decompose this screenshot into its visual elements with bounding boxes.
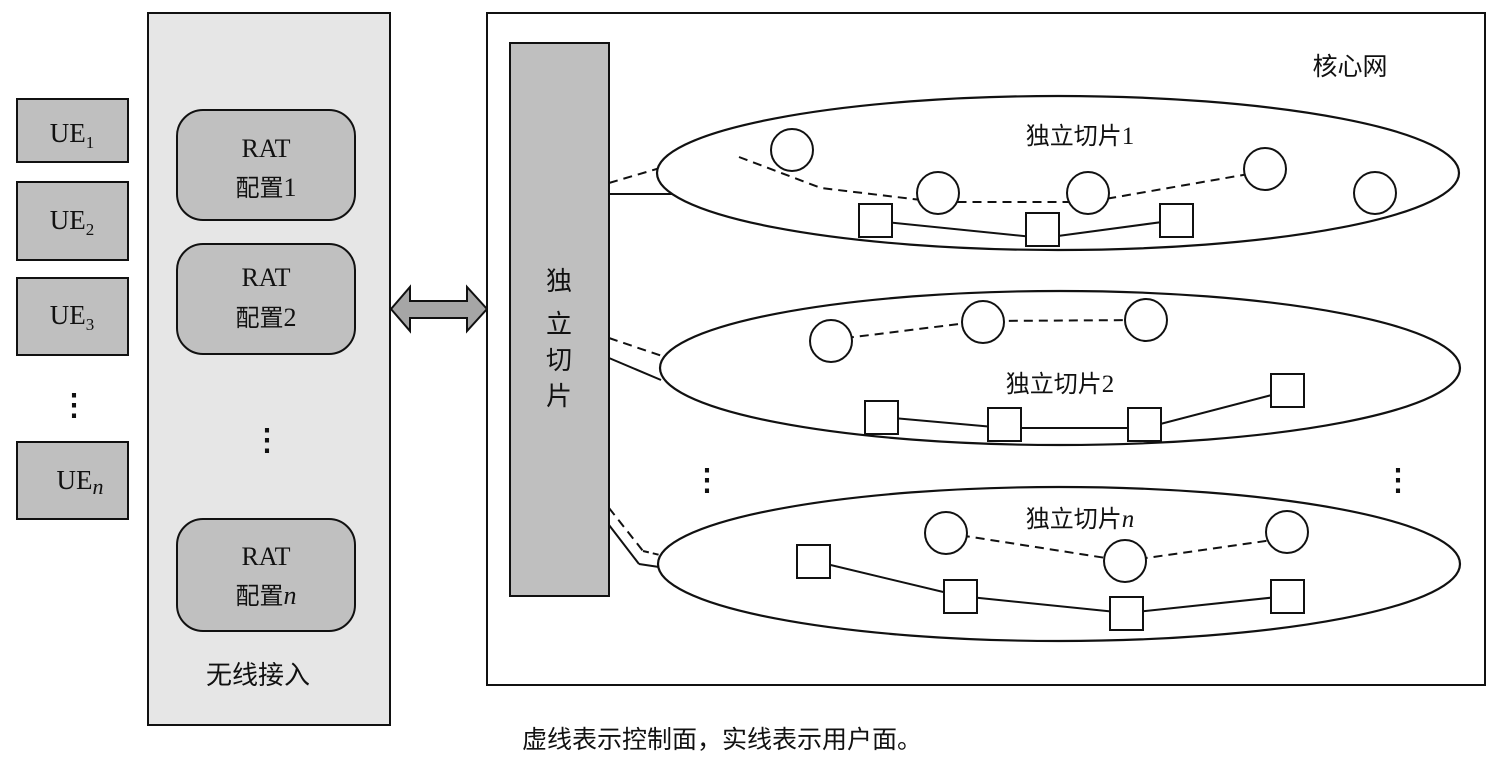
ue-subscript: n: [93, 474, 104, 499]
user-node: [1270, 579, 1305, 614]
rat-config-label: 配置: [236, 582, 284, 610]
slice-label: 独立切片: [1006, 370, 1102, 398]
control-node: [1103, 539, 1147, 583]
ue-box: UE3: [16, 277, 129, 356]
ue-column: UE1 UE2 UE3 ⋮ UEn: [16, 98, 129, 520]
slice-number: 1: [1122, 123, 1135, 150]
svg-text:UE3: UE3: [50, 300, 95, 334]
ue-box: UE1: [16, 98, 129, 163]
control-node: [1124, 298, 1168, 342]
radio-access-title: 无线接入: [206, 661, 310, 690]
control-node: [1265, 510, 1309, 554]
rat-config-box: RAT 配置1: [176, 109, 356, 221]
user-node: [1109, 596, 1144, 631]
svg-text:独立切片2: 独立切片2: [1006, 370, 1115, 398]
svg-text:UE1: UE1: [50, 118, 95, 152]
user-node: [796, 544, 831, 579]
svg-text:独立切片n: 独立切片n: [1026, 505, 1135, 533]
control-node: [1353, 171, 1397, 215]
ue-subscript: 3: [86, 315, 95, 334]
legend-caption: 虚线表示控制面，实线表示用户面。: [522, 726, 922, 754]
control-node: [770, 128, 814, 172]
user-node: [943, 579, 978, 614]
user-node: [1025, 212, 1060, 247]
user-node: [1270, 373, 1305, 408]
slice-bar: 独 立 切 片: [509, 42, 610, 597]
control-plane-link: [608, 167, 661, 184]
slice-bar-char: 独: [546, 267, 572, 296]
rat-config-number: 2: [284, 303, 297, 332]
ue-label: UE: [50, 205, 86, 235]
slice-label: 独立切片: [1026, 122, 1122, 150]
rat-label: RAT: [241, 134, 290, 163]
rat-config-box: RAT 配置n: [176, 518, 356, 632]
user-plane-link: [608, 357, 662, 381]
rat-label: RAT: [241, 542, 290, 571]
rat-config-number: 1: [284, 173, 297, 202]
slice-bar-char: 片: [546, 382, 572, 411]
slice-ellipse: 独立切片1: [608, 94, 1461, 252]
rat-config-box: RAT 配置2: [176, 243, 356, 355]
user-node: [858, 203, 893, 238]
ue-ellipsis: ⋮: [59, 389, 89, 422]
slice-label: 独立切片: [1026, 505, 1122, 533]
slice-ellipse: 独立切片2: [608, 289, 1462, 447]
control-node: [924, 511, 968, 555]
slice-number: n: [1122, 506, 1135, 533]
svg-text:UEn: UEn: [57, 465, 104, 499]
control-node: [1243, 147, 1287, 191]
rat-ellipsis: ⋮: [252, 424, 282, 457]
control-node: [809, 319, 853, 363]
core-network-panel: 核心网 独 立 切 片 独立切片1: [486, 12, 1486, 686]
slice-ellipsis-right: ⋮: [1383, 464, 1413, 497]
control-node: [961, 300, 1005, 344]
ue-label: UE: [57, 465, 93, 495]
ue-subscript: 1: [86, 133, 95, 152]
ue-label: UE: [50, 118, 86, 148]
svg-text:UE2: UE2: [50, 205, 95, 239]
svg-text:配置n: 配置n: [236, 581, 297, 610]
rat-config-label: 配置: [236, 304, 284, 332]
ue-box: UE2: [16, 181, 129, 261]
slice-ellipsis-left: ⋮: [692, 464, 722, 497]
control-plane-link: [608, 507, 644, 552]
svg-text:配置2: 配置2: [236, 303, 297, 332]
double-arrow-icon: [389, 284, 489, 334]
control-plane-link: [608, 337, 663, 357]
rat-config-label: 配置: [236, 174, 284, 202]
ue-subscript: 2: [86, 220, 95, 239]
core-network-title: 核心网: [1312, 53, 1387, 81]
user-node: [987, 407, 1022, 442]
control-node: [916, 171, 960, 215]
ue-label: UE: [50, 300, 86, 330]
user-plane-link: [608, 524, 640, 565]
ue-box: UEn: [16, 441, 129, 520]
control-node: [1066, 171, 1110, 215]
user-node: [1127, 407, 1162, 442]
rat-label: RAT: [241, 263, 290, 292]
slice-number: 2: [1102, 371, 1115, 398]
svg-text:配置1: 配置1: [236, 173, 297, 202]
slice-bar-char: 立: [546, 310, 572, 339]
slice-ellipse: 独立切片n: [608, 485, 1462, 643]
rat-config-number: n: [284, 581, 297, 610]
user-plane-path: [881, 390, 1288, 429]
svg-text:独立切片1: 独立切片1: [1026, 122, 1135, 150]
user-node: [1159, 203, 1194, 238]
slice-bar-char: 切: [546, 346, 572, 375]
user-plane-path: [813, 560, 1288, 615]
user-node: [864, 400, 899, 435]
radio-access-panel: RAT 配置1 RAT 配置2 ⋮ RAT 配置n 无线接入: [147, 12, 391, 726]
